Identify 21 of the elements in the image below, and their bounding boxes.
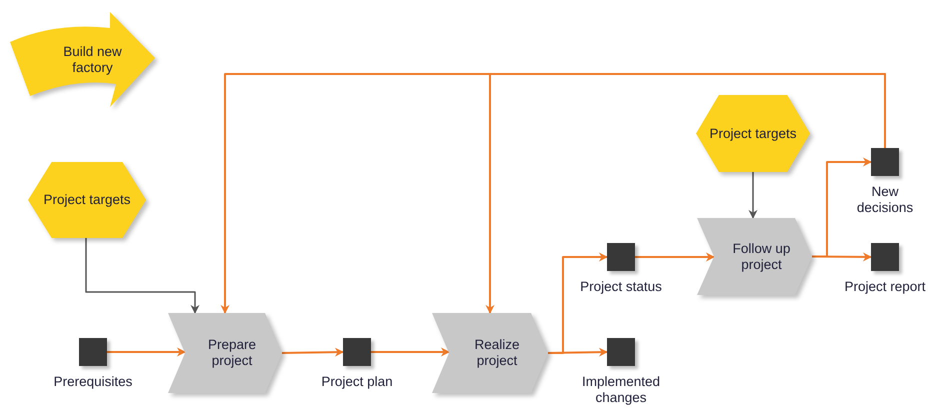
node-label: Project report <box>844 279 926 295</box>
arrow <box>85 238 200 314</box>
arrow <box>282 348 344 357</box>
arrow <box>107 348 186 356</box>
node-label: Project targets <box>709 126 797 142</box>
node-label: Implemented changes <box>580 374 662 406</box>
node-label: Realize project <box>473 337 521 369</box>
node-label: Project status <box>580 279 662 295</box>
arrow <box>812 252 872 262</box>
arrow <box>635 252 715 262</box>
node-label: Follow up project <box>732 240 792 272</box>
node-label: Build new factory <box>62 44 123 76</box>
arrow <box>371 348 450 356</box>
node-label: Project plan <box>321 374 393 390</box>
arrow <box>748 172 758 219</box>
arrow <box>486 73 886 314</box>
arrow <box>548 348 608 357</box>
node-label: New decisions <box>856 184 914 216</box>
node-label: Prerequisites <box>54 374 132 390</box>
node-label: Prepare project <box>206 337 258 369</box>
node-label: Project targets <box>43 192 131 208</box>
